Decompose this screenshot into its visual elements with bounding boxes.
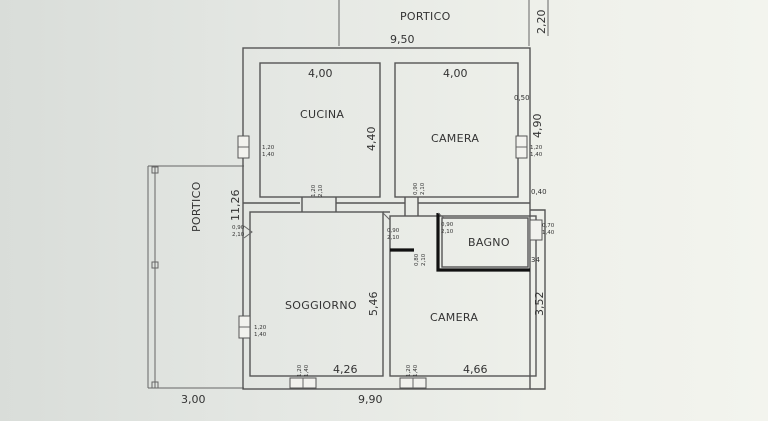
opening-cucina-door-h: 2,10 [318,184,324,197]
room-label-portico-left: PORTICO [190,181,203,232]
room-label-cucina: CUCINA [300,108,344,121]
opening-soggiorno-window-left-w: 1,20 [254,325,267,331]
camera-bottom-outline [389,215,537,377]
opening-bagno-window-w: 0,70 [542,223,555,229]
dim-left-total: 11,26 [229,190,242,222]
room-label-bagno: BAGNO [468,236,510,249]
opening-bagno-door-b-w: 0,80 [414,253,420,266]
bagno-window [529,219,543,241]
windows [237,135,543,389]
dim-cucina-width: 4,00 [308,67,333,80]
opening-camera-top-door-h: 2,10 [420,182,426,195]
soggiorno-outline [249,211,384,377]
bagno-outline [441,217,529,268]
dim-portico-left-width: 3,00 [181,393,206,406]
opening-camera-top-door-w: 0,90 [413,182,419,195]
room-outlines [243,62,537,377]
dim-soggiorno-height: 5,46 [367,292,380,317]
dim-portico-top-depth: 2,20 [535,10,548,35]
dim-soggiorno-width: 4,26 [333,363,358,376]
opening-soggiorno-door-h: 2,10 [387,235,400,241]
opening-labels: 1,20 1,40 1,20 2,10 1,20 1,40 0,90 2,10 … [232,145,555,377]
opening-entrance-door-h: 2,10 [232,232,245,238]
opening-cucina-window-h: 1,40 [262,152,275,158]
opening-bagno-window-h: 1,40 [542,230,555,236]
dim-right-small: 0,50 [514,94,530,102]
room-label-soggiorno: SOGGIORNO [285,299,357,312]
dim-camera-bottom-height: 3,52 [533,292,546,317]
opening-camera-bottom-window-h: 1,40 [413,364,419,377]
cucina-outline [259,62,381,198]
dim-bagno-side: 34 [531,256,540,264]
opening-bagno-door-a-h: 2,10 [441,229,454,235]
opening-camera-bottom-window-w: 1,20 [406,364,412,377]
opening-soggiorno-window-bottom-w: 1,20 [297,364,303,377]
dim-cucina-height: 4,40 [365,127,378,152]
dim-camera-top-height: 4,90 [531,114,544,139]
outer-walls [242,47,546,390]
bagno-walls [390,213,530,272]
opening-entrance-door-w: 0,90 [232,225,245,231]
room-label-camera-top: CAMERA [431,132,479,145]
dim-camera-top-width: 4,00 [443,67,468,80]
opening-bagno-door-b-h: 2,10 [421,253,427,266]
opening-camera-top-window-w: 1,20 [530,145,543,151]
dim-bagno-wall: 0,40 [531,188,547,196]
dim-portico-top-width: 9,50 [390,33,415,46]
opening-soggiorno-door-w: 0,90 [387,228,400,234]
opening-cucina-window-w: 1,20 [262,145,275,151]
opening-bagno-door-a-w: 0,90 [441,222,454,228]
opening-cucina-door-w: 1,20 [311,184,317,197]
room-label-portico-top: PORTICO [400,10,451,23]
door-marks [243,212,445,239]
opening-soggiorno-window-left-h: 1,40 [254,332,267,338]
opening-camera-top-window-h: 1,40 [530,152,543,158]
dim-total-width: 9,90 [358,393,383,406]
portico-top-outline [338,0,549,46]
camera-top-outline [394,62,519,198]
portico-left-outline [147,165,244,389]
dim-camera-bottom-width: 4,66 [463,363,488,376]
opening-soggiorno-window-bottom-h: 1,40 [304,364,310,377]
room-label-camera-bottom: CAMERA [430,311,478,324]
